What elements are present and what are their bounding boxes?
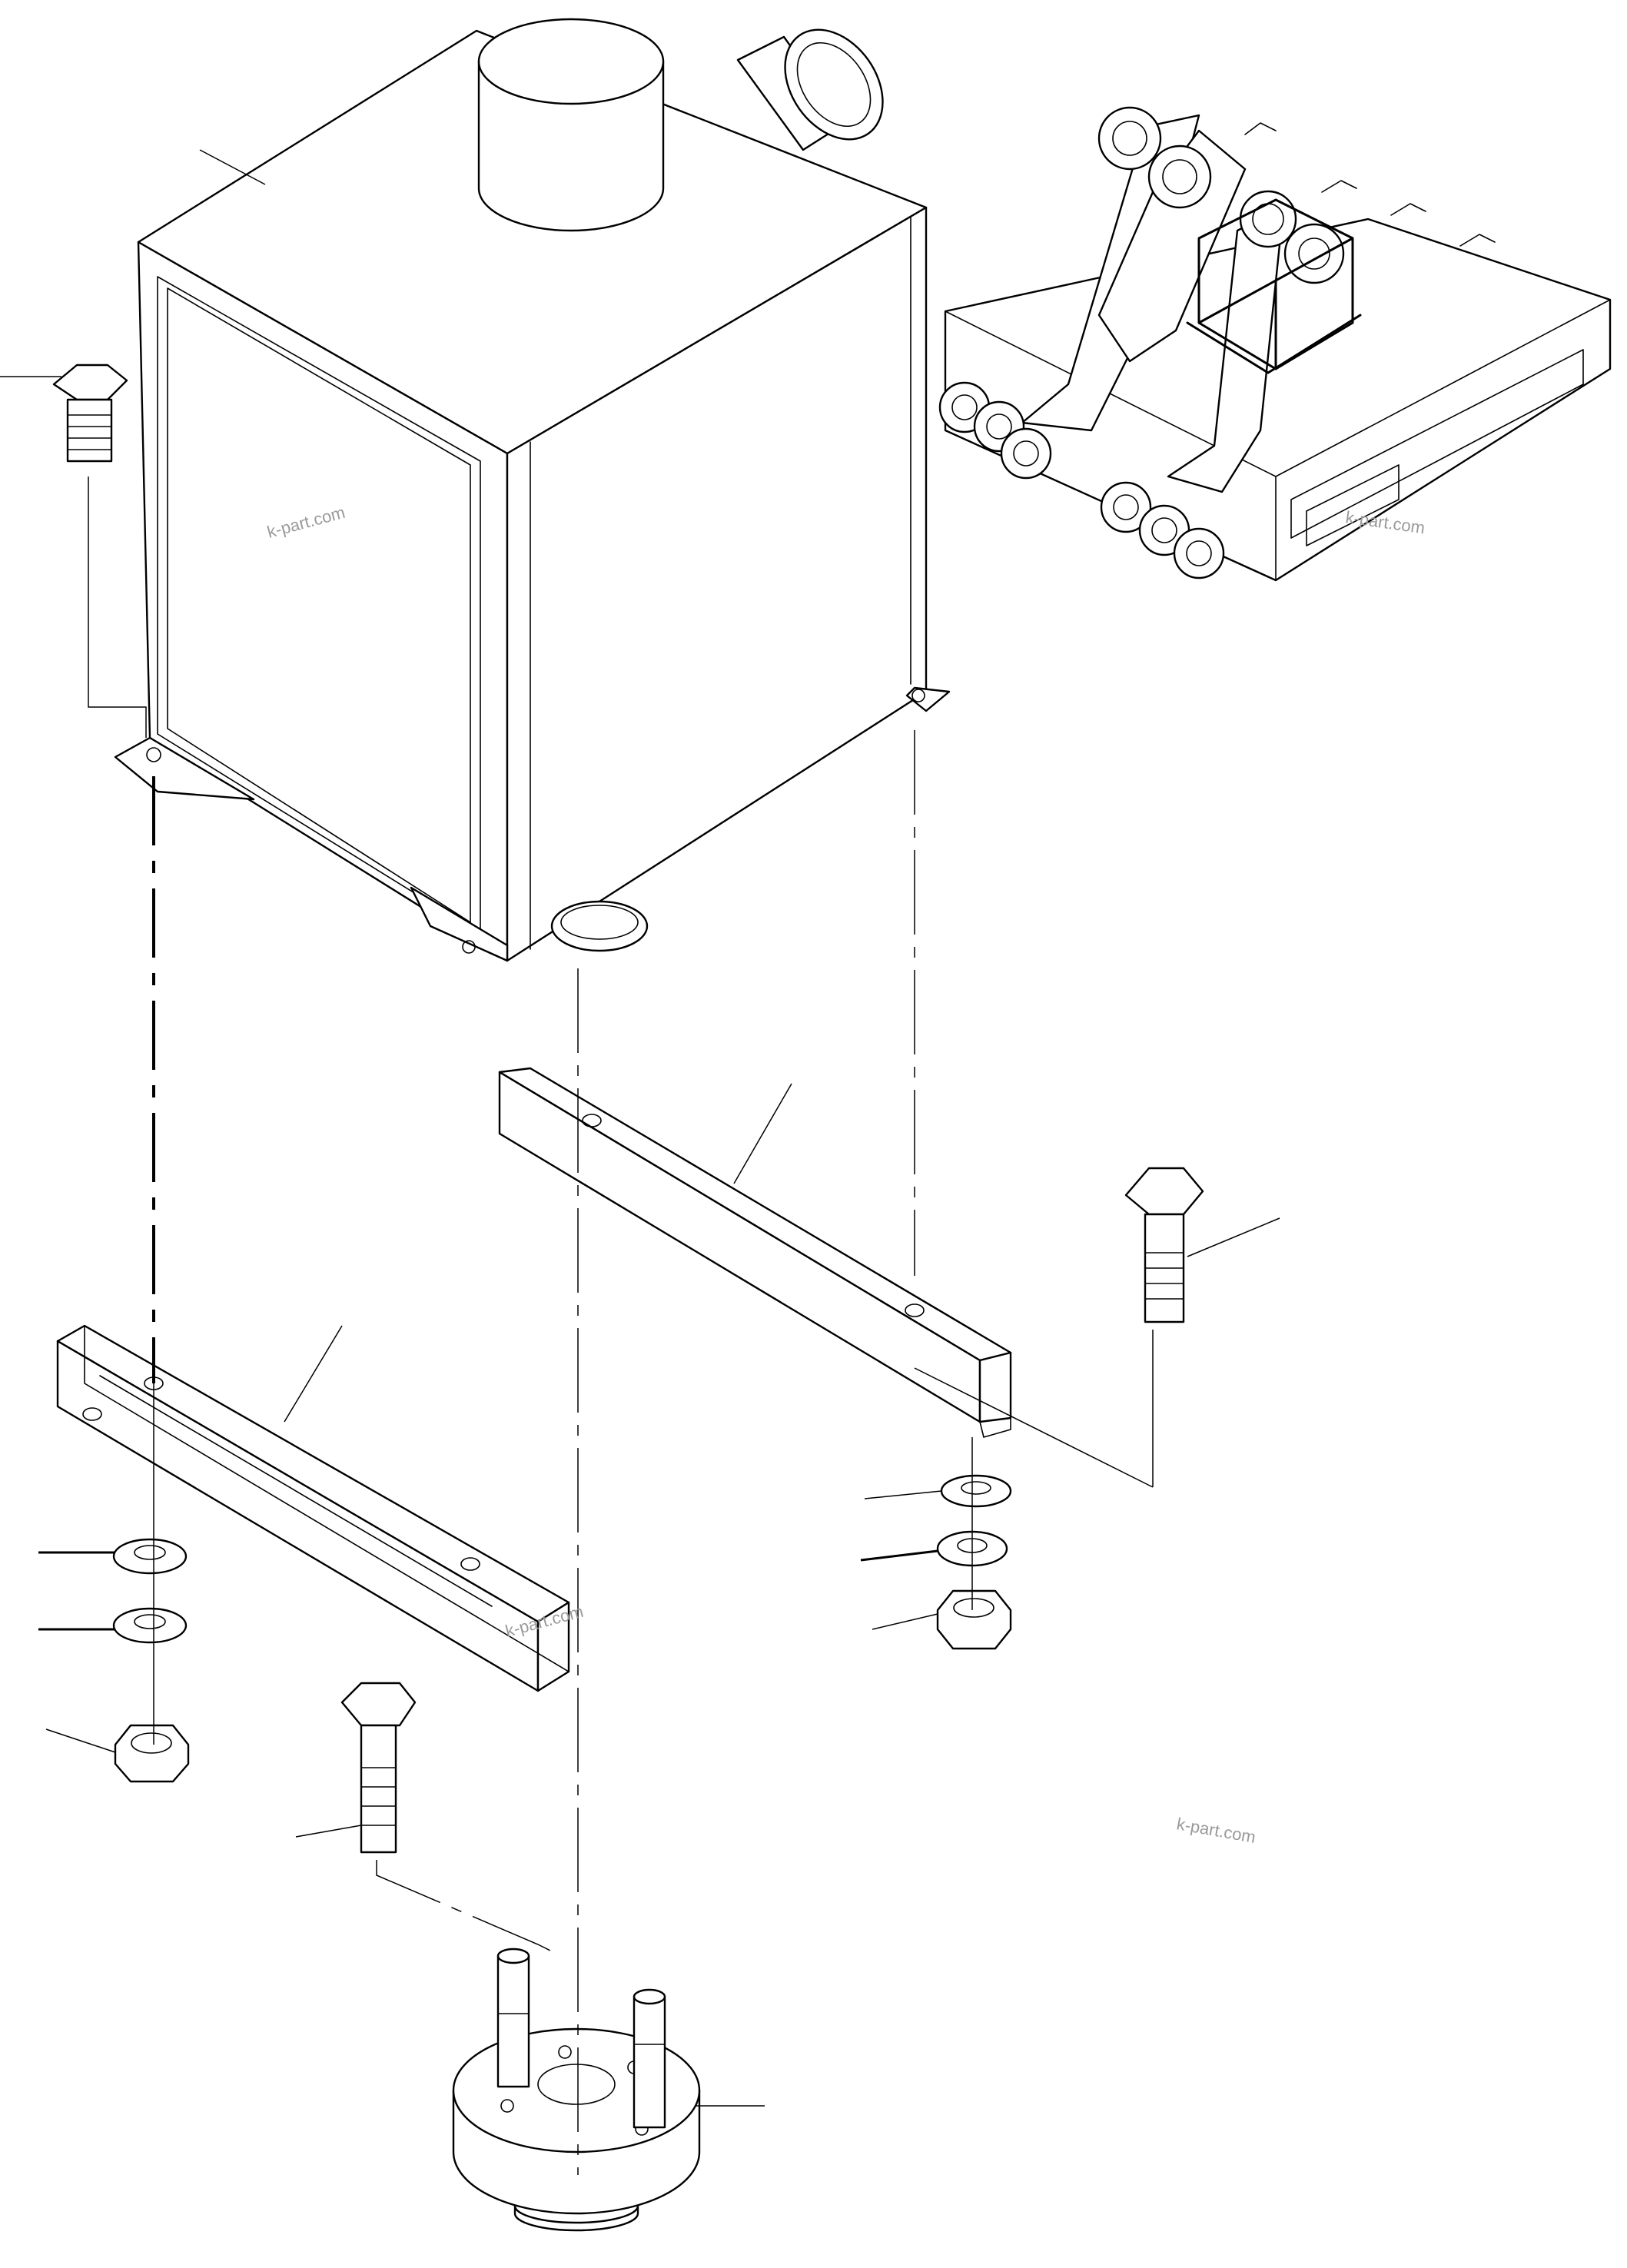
filter-cylinder (477, 18, 665, 232)
washer-left-1 (112, 1538, 188, 1575)
outlet-pipe (736, 28, 884, 151)
tank-body (114, 29, 951, 962)
washer-left-2 (112, 1607, 188, 1644)
bolt-top-left (52, 364, 128, 463)
assembly-lines (88, 477, 1154, 2175)
nut-left (114, 1724, 190, 1783)
leader-lines (0, 149, 1280, 2107)
nut-right (936, 1589, 1012, 1650)
machine-frame (938, 106, 1612, 582)
watermark-4: k-part.com (1175, 1814, 1257, 1847)
channel-bracket-lower (56, 1324, 570, 1692)
bolt-right (1124, 1167, 1204, 1323)
bolt-bottom (340, 1682, 417, 1854)
mount-base (452, 1948, 701, 2232)
channel-bracket-upper (498, 1067, 1012, 1438)
washer-right-1 (940, 1474, 1012, 1508)
